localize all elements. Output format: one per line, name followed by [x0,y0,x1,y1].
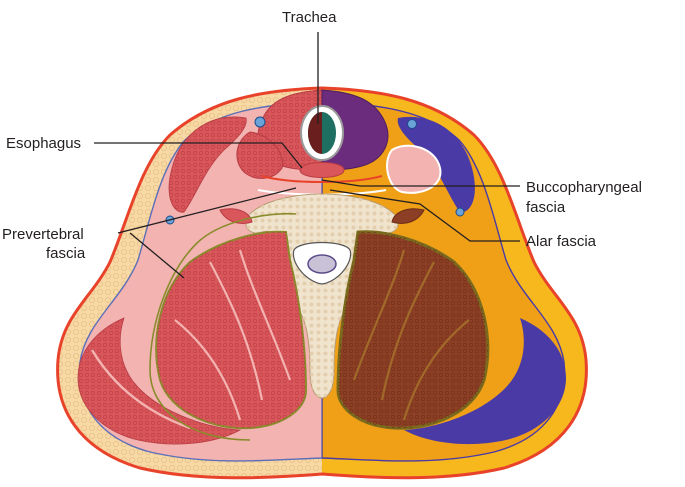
skin-outline [56,86,588,480]
buccopharyngeal-fascia [261,175,383,183]
prevertebral-fascia-label: Prevertebral [2,226,84,243]
buccopharyngeal-fascia-label: Buccopharyngeal [526,179,642,196]
buccopharyngeal-leader [321,179,520,187]
prevertebral-muscles-right [336,208,490,430]
trachea [300,105,344,161]
trachea-label: Trachea [282,9,337,26]
alar-leader [329,189,520,242]
trapezius-right [404,318,566,445]
prevertebral-fascia-label-line2: fascia [46,245,86,262]
prevertebral-fascia-left [149,212,297,441]
prevertebral-muscles-left [155,208,308,430]
leader-lines [94,32,520,279]
prevertebral-leader-2 [129,232,185,279]
esophagus-label: Esophagus [6,135,82,152]
buccopharyngeal-fascia-label-line2: fascia [526,199,566,216]
alar-fascia-label: Alar fascia [526,233,597,250]
esophagus-leader [94,142,303,169]
prevertebral-leader-1 [117,187,297,234]
esophagus [299,162,345,178]
